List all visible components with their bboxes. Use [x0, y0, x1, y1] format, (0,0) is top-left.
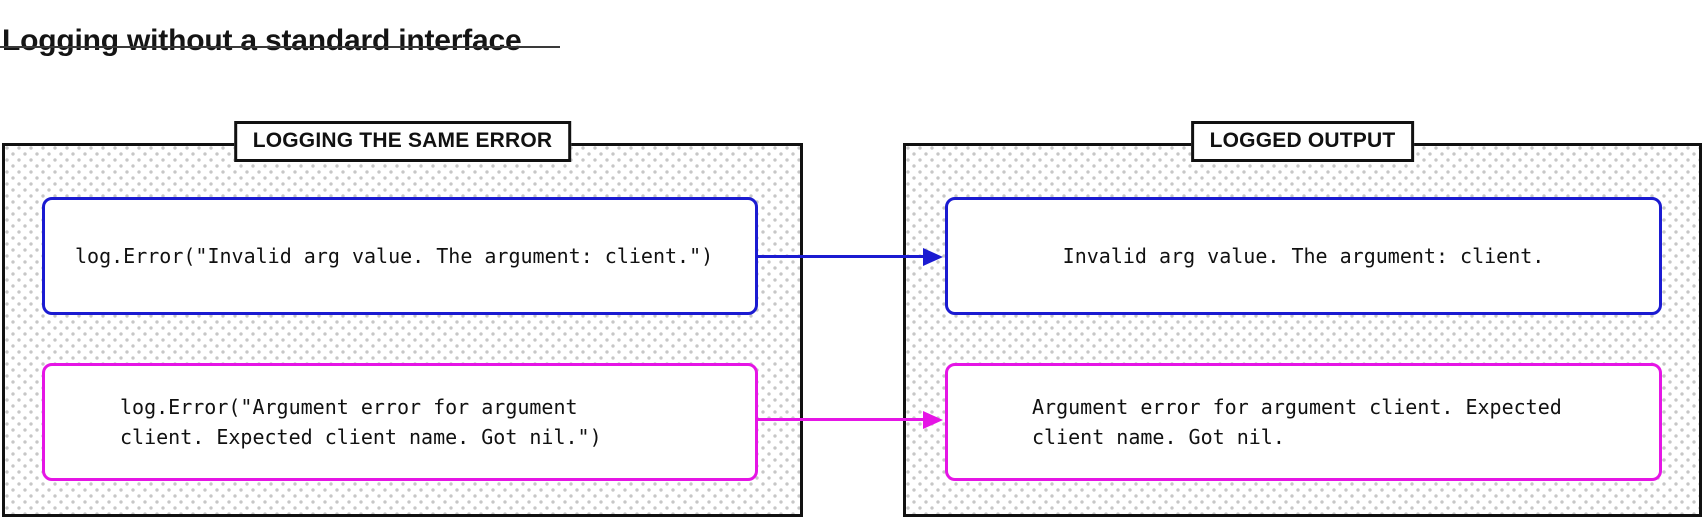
arrow-magenta-head-icon: [923, 411, 943, 429]
code-line: log.Error("Invalid arg value. The argume…: [75, 244, 714, 268]
panel-label-logged-output: LOGGED OUTPUT: [1190, 121, 1415, 162]
output-line: Argument error for argument client. Expe…: [1032, 395, 1562, 419]
page-title: Logging without a standard interface: [2, 24, 522, 58]
code-line: client. Expected client name. Got nil."): [120, 425, 602, 449]
panel-label-logging-same-error: LOGGING THE SAME ERROR: [233, 121, 572, 162]
arrow-blue-shaft: [758, 255, 925, 258]
panel-logging-same-error: LOGGING THE SAME ERROR log.Error("Invali…: [2, 121, 803, 517]
output-line: Invalid arg value. The argument: client.: [1062, 244, 1545, 268]
code-box-argument-error: log.Error("Argument error for argument c…: [42, 363, 758, 481]
output-line: client name. Got nil.: [1032, 425, 1285, 449]
code-line: log.Error("Argument error for argument: [120, 395, 578, 419]
code-box-invalid-arg: log.Error("Invalid arg value. The argume…: [42, 197, 758, 315]
title-underline: [0, 46, 560, 48]
panel-logged-output: LOGGED OUTPUT Invalid arg value. The arg…: [903, 121, 1702, 517]
output-box-argument-error: Argument error for argument client. Expe…: [945, 363, 1662, 481]
output-box-invalid-arg: Invalid arg value. The argument: client.: [945, 197, 1662, 315]
arrow-magenta-shaft: [758, 418, 925, 421]
arrow-blue-head-icon: [923, 248, 943, 266]
